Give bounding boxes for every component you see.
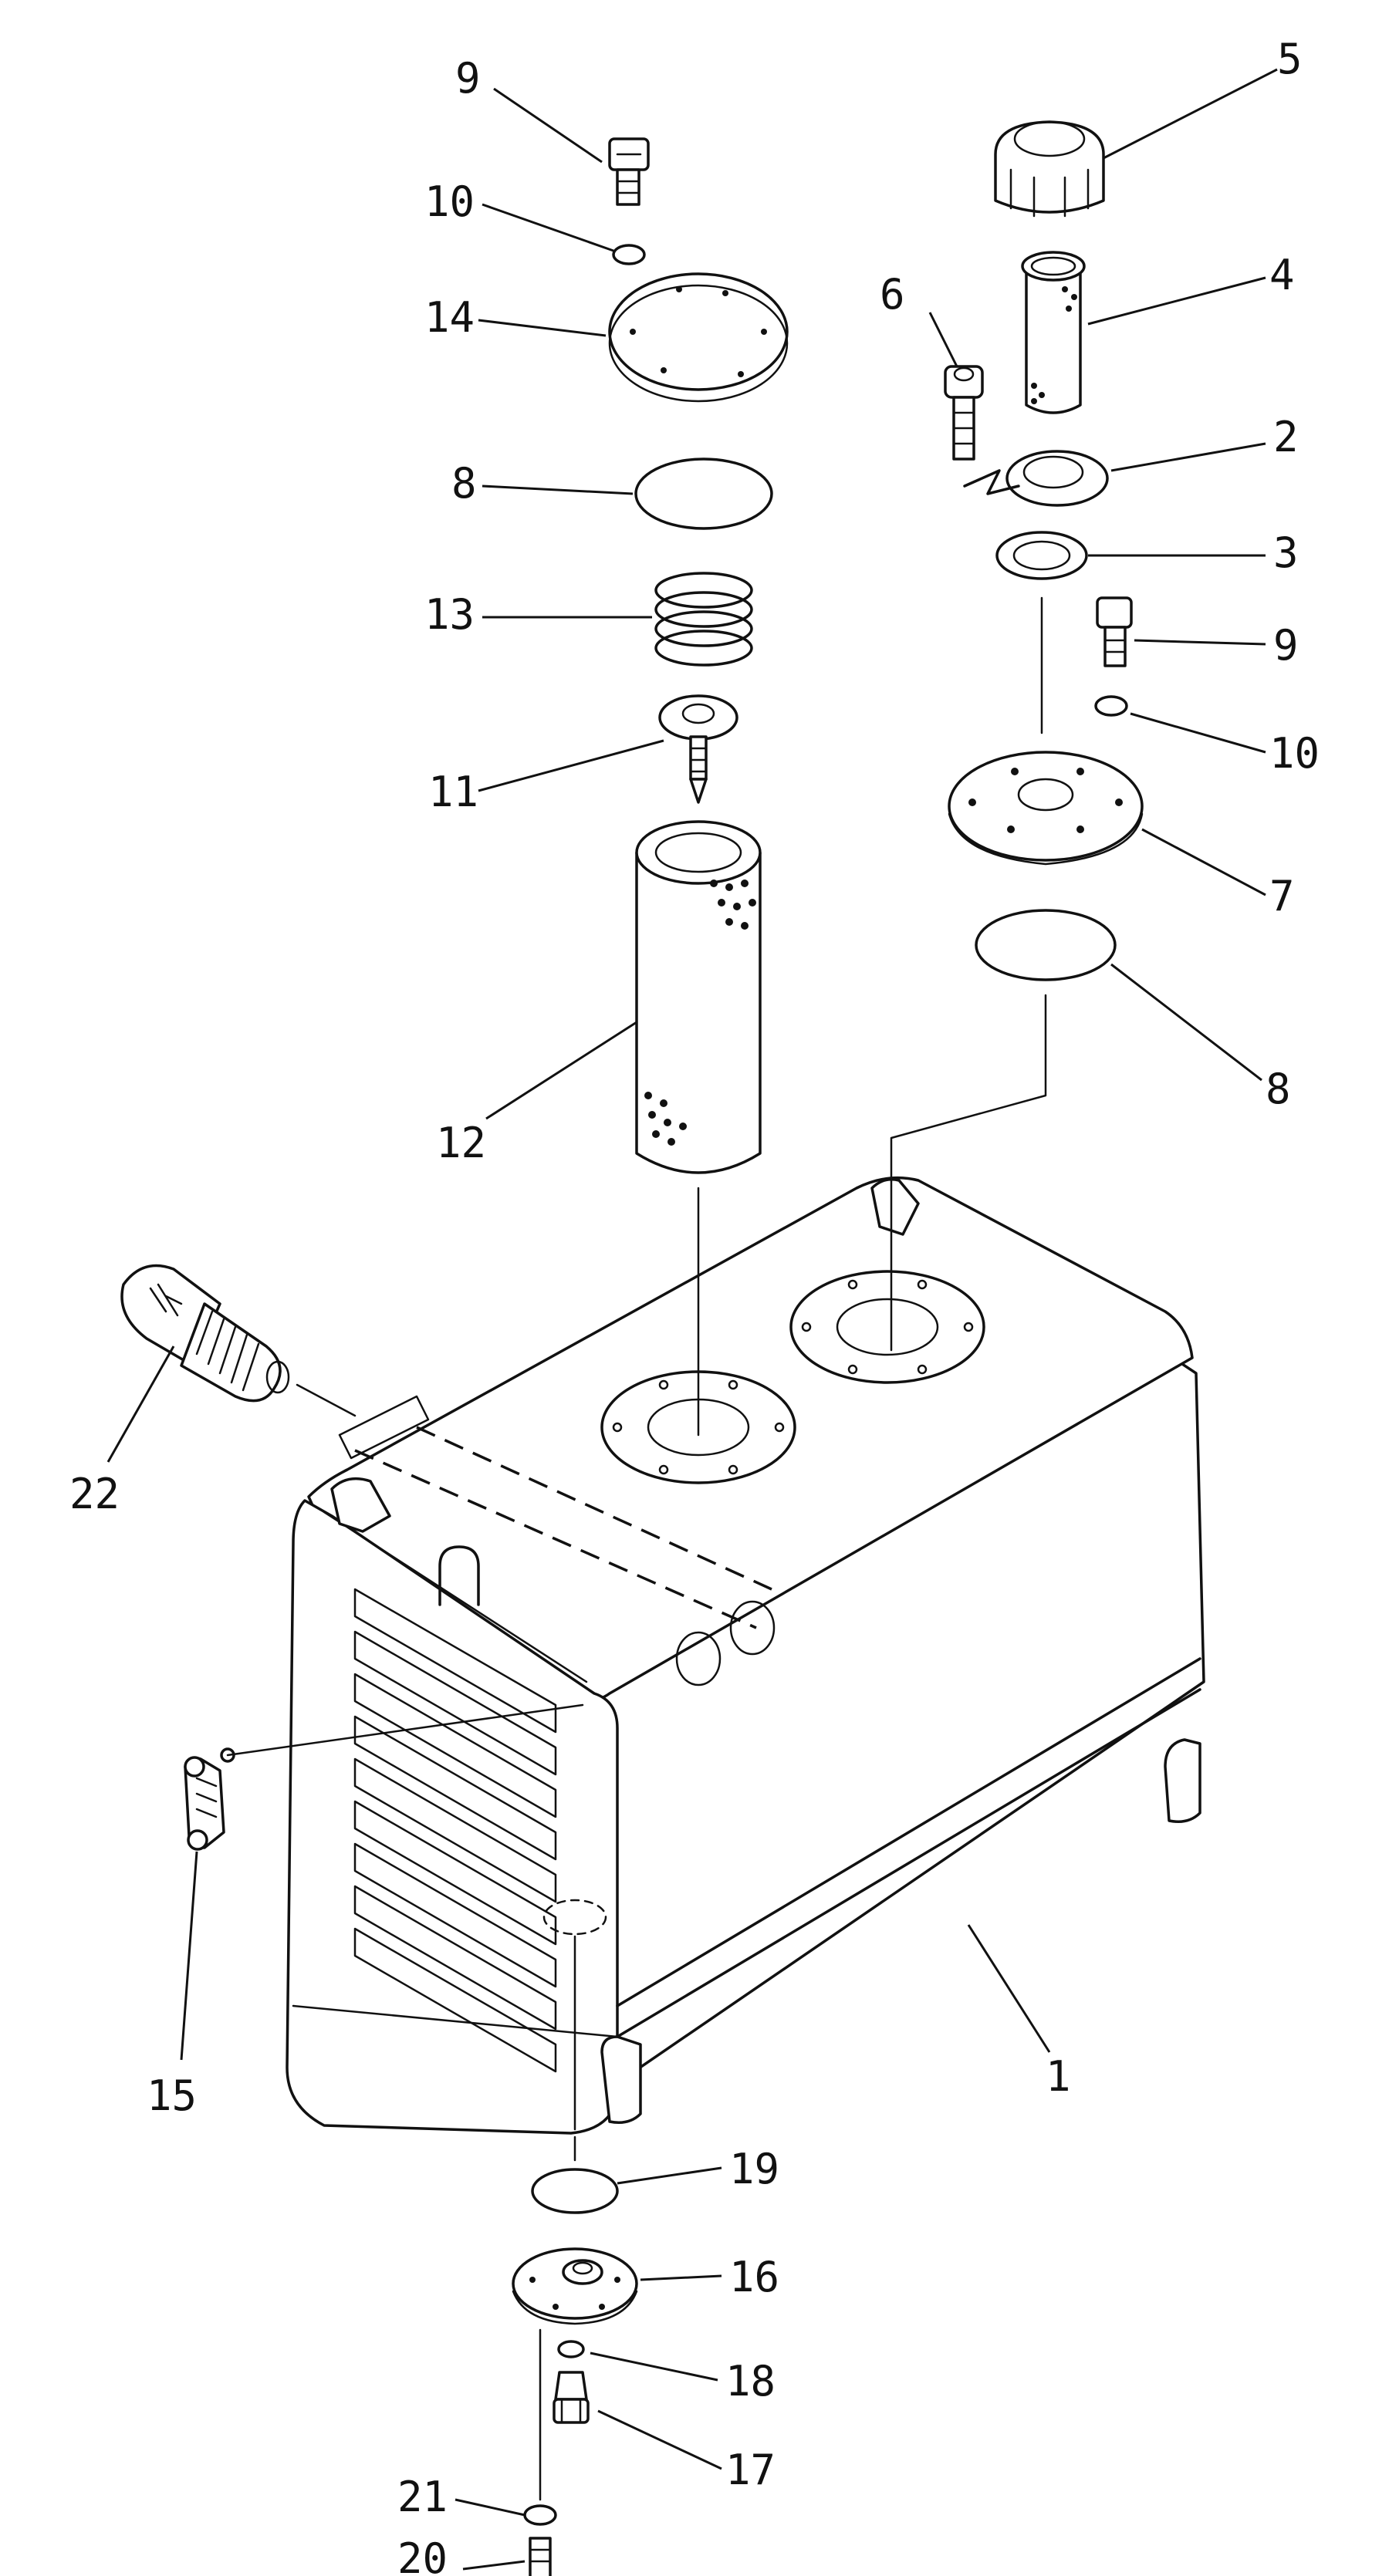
callout-6: 6 — [880, 270, 905, 319]
callout-15: 15 — [147, 2071, 197, 2120]
washer-10-left — [612, 244, 646, 265]
callout-16: 16 — [729, 2253, 779, 2301]
callout-8-left: 8 — [451, 459, 477, 508]
front-louvres — [353, 1588, 557, 2073]
callout-10-left: 10 — [424, 177, 475, 226]
callout-7: 7 — [1269, 872, 1295, 920]
callout-17: 17 — [725, 2446, 776, 2494]
drain-plate-16 — [512, 2247, 638, 2325]
filter-element-12 — [635, 820, 762, 1174]
strainer-22 — [120, 1264, 290, 1403]
callout-9-left: 9 — [455, 54, 481, 103]
callout-1: 1 — [1046, 2052, 1071, 2101]
drain-plug-17 — [553, 2371, 590, 2424]
level-gauge-15 — [184, 1747, 235, 1851]
o-ring-19 — [531, 2168, 619, 2214]
callout-12: 12 — [436, 1119, 486, 1167]
bolt-9-left — [608, 137, 650, 206]
callout-labels: 9 10 14 8 13 11 12 22 15 5 4 6 2 3 9 10 … — [69, 35, 1320, 2576]
filler-tube-4 — [1021, 251, 1086, 414]
callout-14: 14 — [424, 293, 475, 342]
callout-9-right: 9 — [1273, 621, 1299, 670]
gasket-3 — [995, 531, 1088, 580]
washer-21 — [523, 2504, 557, 2526]
washer-10-right — [1094, 695, 1128, 717]
filler-cap-5 — [994, 120, 1105, 218]
o-ring-8-right — [975, 909, 1117, 981]
bolt-20 — [529, 2537, 552, 2576]
bolt-6 — [944, 365, 984, 461]
callout-8-right: 8 — [1266, 1065, 1291, 1113]
callout-18: 18 — [725, 2357, 776, 2406]
o-ring-18 — [557, 2340, 585, 2358]
callout-20: 20 — [397, 2534, 448, 2576]
callout-2: 2 — [1273, 413, 1299, 461]
fill-port-flange — [789, 1270, 985, 1384]
flange-2 — [963, 450, 1109, 507]
hydraulic-tank — [286, 1176, 1205, 2135]
cover-plate-14 — [608, 272, 789, 403]
callout-3: 3 — [1273, 528, 1299, 577]
o-ring-8-left — [634, 457, 773, 530]
plate-7 — [948, 751, 1144, 866]
spring-13 — [654, 572, 753, 667]
valve-11 — [658, 694, 738, 804]
callout-22: 22 — [69, 1470, 120, 1518]
callout-10-right: 10 — [1269, 729, 1320, 778]
callout-5: 5 — [1277, 35, 1303, 83]
bolt-9-right — [1096, 596, 1133, 667]
callout-21: 21 — [397, 2473, 448, 2521]
leader-lines — [106, 68, 1278, 2571]
callout-19: 19 — [729, 2145, 779, 2193]
callout-13: 13 — [424, 590, 475, 639]
callout-11: 11 — [428, 768, 478, 816]
callout-4: 4 — [1269, 251, 1295, 299]
